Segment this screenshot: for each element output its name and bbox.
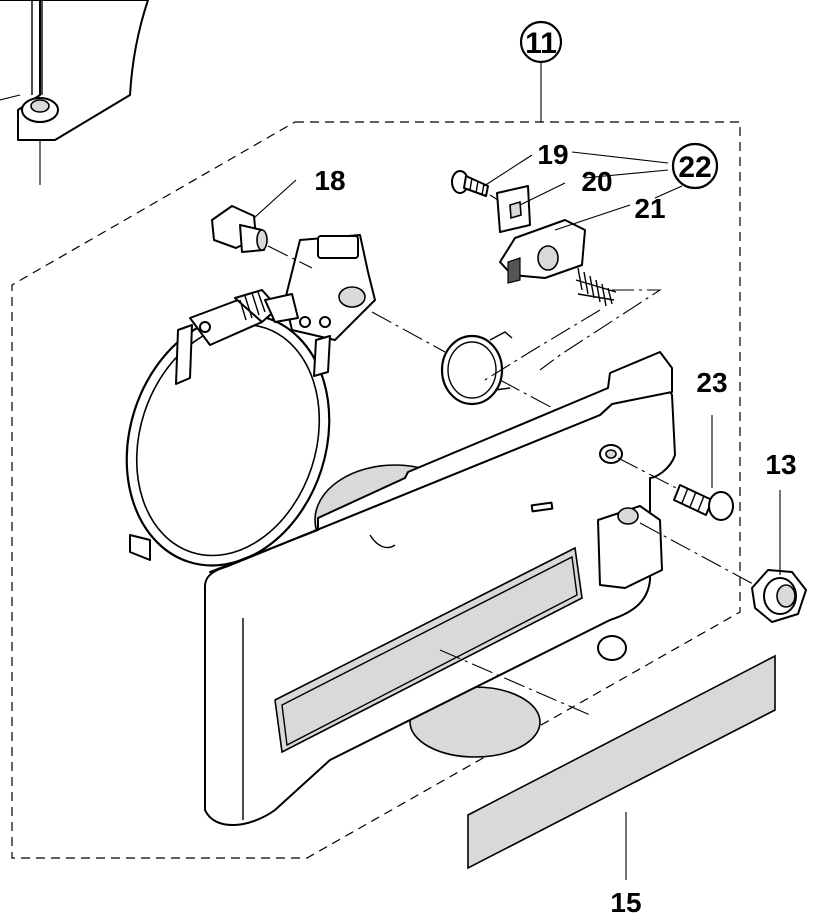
latch-21: [499, 204, 631, 284]
saw-body-fragment: [0, 0, 149, 185]
callout-13: 13: [765, 449, 796, 480]
bolt-18: [211, 179, 297, 253]
callout-18: 18: [314, 165, 345, 196]
callout-15: 15: [610, 887, 641, 918]
plate-20: [496, 182, 566, 233]
callout-11-circle: [519, 20, 563, 64]
wire-spring: [440, 331, 513, 406]
callout-19: 19: [537, 139, 568, 170]
screw-23: [673, 415, 734, 521]
brake-band: [125, 234, 376, 567]
label-15: [467, 654, 776, 880]
assembly-11-boundary: [11, 121, 741, 859]
spring: [575, 267, 617, 307]
callout-21: 21: [634, 193, 665, 224]
sprocket-cover: [203, 351, 676, 826]
callout-23: 23: [696, 367, 727, 398]
callout-20: 20: [581, 166, 612, 197]
callout-22: 22: [678, 151, 711, 184]
callout-22-circle: [671, 142, 719, 190]
nut-13: [751, 490, 807, 623]
callout-11: 11: [525, 27, 557, 60]
screw-19: [451, 154, 533, 197]
